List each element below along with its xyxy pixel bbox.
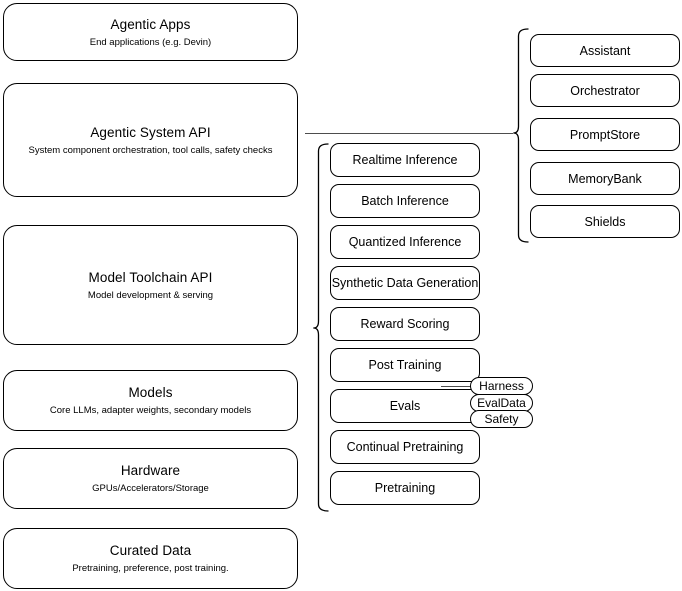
chip-label: Shields [584, 214, 626, 229]
layer-subtitle: End applications (e.g. Devin) [89, 36, 212, 48]
component-assistant[interactable]: Assistant [530, 34, 680, 67]
chip-label: Pretraining [374, 481, 436, 495]
layer-title: Agentic System API [90, 124, 211, 140]
model-toolchain-brace [313, 143, 329, 512]
component-memorybank[interactable]: MemoryBank [530, 162, 680, 195]
chip-label: Assistant [579, 43, 631, 58]
capability-batch-inference[interactable]: Batch Inference [330, 184, 480, 218]
chip-label: PromptStore [569, 127, 641, 142]
component-shields[interactable]: Shields [530, 205, 680, 238]
connector-agentic-api-to-right-brace [305, 133, 513, 135]
connector-evals-to-harness [441, 386, 476, 388]
chip-label: Reward Scoring [360, 317, 450, 331]
component-orchestrator[interactable]: Orchestrator [530, 74, 680, 107]
chip-label: MemoryBank [568, 171, 642, 186]
capability-realtime-inference[interactable]: Realtime Inference [330, 143, 480, 177]
layer-subtitle: Pretraining, preference, post training. [72, 563, 229, 574]
capability-quantized-inference[interactable]: Quantized Inference [330, 225, 480, 259]
layer-subtitle: Core LLMs, adapter weights, secondary mo… [49, 405, 252, 416]
chip-label: Quantized Inference [348, 235, 462, 249]
evals-pill-safety[interactable]: Safety [470, 410, 533, 428]
chip-label: Orchestrator [570, 83, 640, 98]
layer-subtitle: GPUs/Accelerators/Storage [92, 483, 209, 494]
evals-pill-label: EvalData [477, 396, 526, 410]
chip-label: Batch Inference [361, 194, 449, 208]
layer-title: Hardware [120, 463, 181, 478]
capability-post-training[interactable]: Post Training [330, 348, 480, 382]
capability-continual-pretraining[interactable]: Continual Pretraining [330, 430, 480, 464]
capability-pretraining[interactable]: Pretraining [330, 471, 480, 505]
layer-subtitle: System component orchestration, tool cal… [28, 144, 273, 156]
layer-title: Agentic Apps [110, 16, 191, 32]
layer-model-toolchain-api[interactable]: Model Toolchain API Model development & s… [3, 225, 298, 345]
evals-pill-label: Safety [484, 412, 519, 426]
chip-label: Realtime Inference [352, 153, 458, 167]
capability-evals[interactable]: Evals [330, 389, 480, 423]
component-promptstore[interactable]: PromptStore [530, 118, 680, 151]
layer-title: Curated Data [109, 543, 192, 558]
chip-label: Synthetic Data Generation [331, 276, 479, 290]
chip-label: Post Training [368, 358, 442, 372]
layer-subtitle: Model development & serving [87, 289, 214, 301]
layer-title: Model Toolchain API [88, 269, 213, 285]
layer-agentic-system-api[interactable]: Agentic System API System component orche… [3, 83, 298, 197]
agentic-system-brace [513, 28, 529, 243]
layer-title: Models [128, 385, 173, 400]
chip-label: Evals [389, 399, 421, 413]
evals-pill-harness[interactable]: Harness [470, 377, 533, 395]
capability-reward-scoring[interactable]: Reward Scoring [330, 307, 480, 341]
chip-label: Continual Pretraining [346, 440, 464, 454]
capability-synthetic-data-generation[interactable]: Synthetic Data Generation [330, 266, 480, 300]
evals-pill-label: Harness [479, 379, 524, 393]
